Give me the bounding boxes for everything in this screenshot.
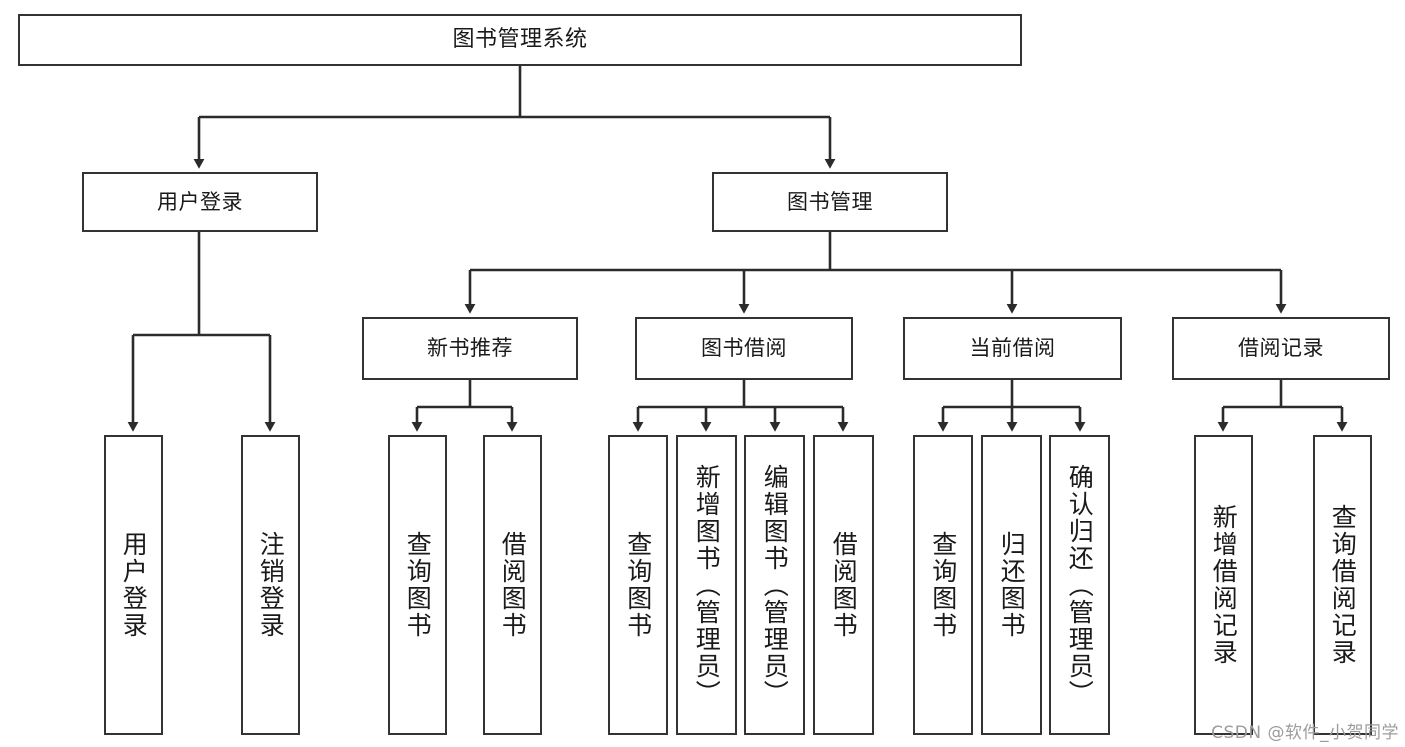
- node-new-book-rec-label: 新书推荐: [427, 336, 513, 361]
- node-leaf-borrow-book-2[interactable]: 借阅图书: [813, 435, 874, 735]
- node-leaf-confirm-return[interactable]: 确认归还（管理员）: [1049, 435, 1110, 735]
- node-current-borrow[interactable]: 当前借阅: [903, 317, 1122, 380]
- node-borrow-record[interactable]: 借阅记录: [1172, 317, 1390, 380]
- node-leaf-confirm-return-label: 确认归还（管理员）: [1065, 463, 1095, 707]
- node-root[interactable]: 图书管理系统: [18, 14, 1022, 66]
- node-user-login[interactable]: 用户登录: [82, 172, 318, 232]
- node-leaf-borrow-book-1-label: 借阅图书: [498, 531, 528, 639]
- node-book-borrow-label: 图书借阅: [701, 336, 787, 361]
- node-leaf-add-book-label: 新增图书（管理员）: [692, 463, 722, 707]
- node-book-manage-label: 图书管理: [787, 189, 873, 214]
- node-user-login-label: 用户登录: [157, 189, 243, 214]
- node-leaf-return-book-label: 归还图书: [997, 531, 1027, 639]
- node-leaf-logout[interactable]: 注销登录: [241, 435, 300, 735]
- node-book-manage[interactable]: 图书管理: [712, 172, 948, 232]
- node-leaf-edit-book[interactable]: 编辑图书（管理员）: [744, 435, 805, 735]
- node-leaf-query-book-2-label: 查询图书: [623, 531, 653, 639]
- node-book-borrow[interactable]: 图书借阅: [635, 317, 853, 380]
- node-root-label: 图书管理系统: [452, 27, 588, 53]
- node-leaf-query-record[interactable]: 查询借阅记录: [1313, 435, 1372, 735]
- node-leaf-add-record-label: 新增借阅记录: [1209, 504, 1239, 666]
- node-leaf-query-book-1-label: 查询图书: [403, 531, 433, 639]
- node-leaf-borrow-book-1[interactable]: 借阅图书: [483, 435, 542, 735]
- node-leaf-query-book-3-label: 查询图书: [928, 531, 958, 639]
- node-borrow-record-label: 借阅记录: [1238, 336, 1324, 361]
- node-leaf-add-book[interactable]: 新增图书（管理员）: [676, 435, 737, 735]
- node-new-book-rec[interactable]: 新书推荐: [362, 317, 578, 380]
- node-leaf-user-login[interactable]: 用户登录: [104, 435, 163, 735]
- csdn-watermark: CSDN @软件_小贺同学: [1211, 723, 1399, 743]
- node-leaf-edit-book-label: 编辑图书（管理员）: [760, 463, 790, 707]
- node-leaf-add-record[interactable]: 新增借阅记录: [1194, 435, 1253, 735]
- node-leaf-query-book-2[interactable]: 查询图书: [608, 435, 668, 735]
- node-current-borrow-label: 当前借阅: [969, 336, 1056, 361]
- node-leaf-user-login-label: 用户登录: [119, 531, 149, 639]
- node-leaf-query-book-1[interactable]: 查询图书: [388, 435, 447, 735]
- node-leaf-query-book-3[interactable]: 查询图书: [913, 435, 973, 735]
- node-leaf-borrow-book-2-label: 借阅图书: [829, 531, 859, 639]
- node-leaf-return-book[interactable]: 归还图书: [981, 435, 1042, 735]
- node-leaf-logout-label: 注销登录: [256, 531, 286, 639]
- node-leaf-query-record-label: 查询借阅记录: [1328, 504, 1358, 666]
